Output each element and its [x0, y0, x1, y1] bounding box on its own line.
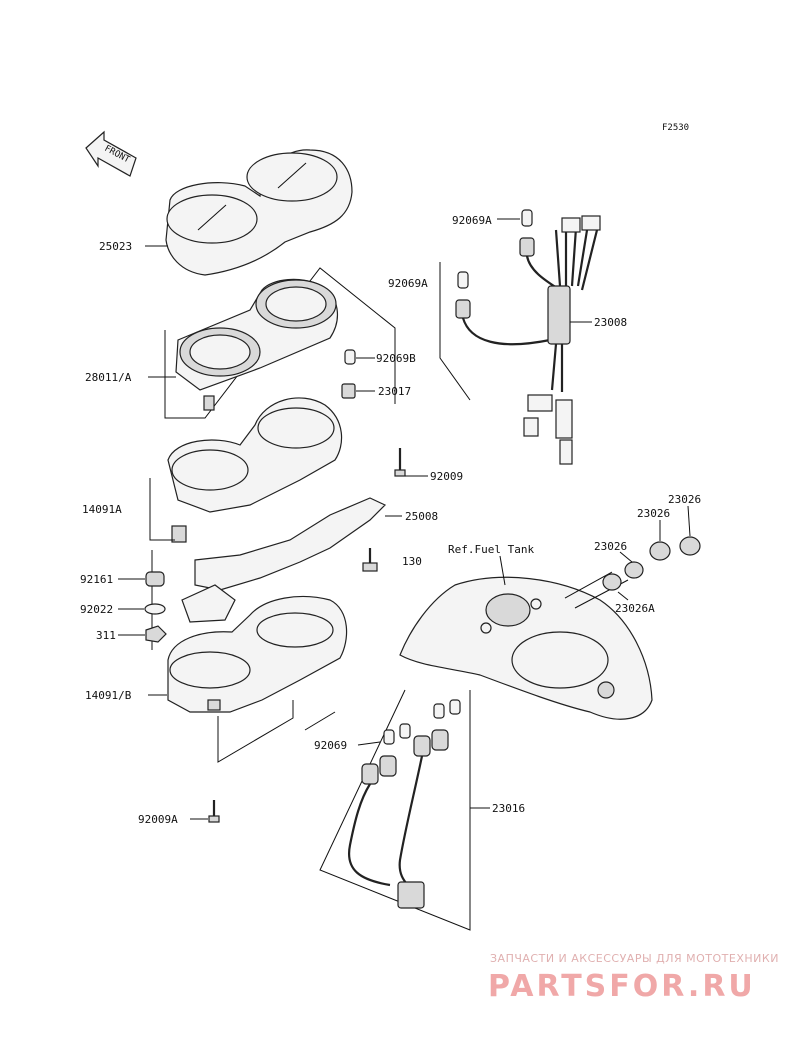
damper-92161 — [145, 571, 165, 587]
callout-23008: 23008 — [594, 316, 627, 329]
figure-code: F2530 — [662, 123, 689, 133]
callout-92069A-top: 92069A — [452, 214, 492, 227]
callout-23026A: 23026A — [615, 602, 655, 615]
washer-92022 — [144, 603, 166, 615]
callout-23026-top: 23026 — [668, 493, 701, 506]
callout-130: 130 — [402, 555, 422, 568]
screw-92009 — [394, 448, 406, 477]
nut-311 — [145, 625, 167, 643]
callout-28011A: 28011/A — [85, 371, 132, 384]
meter-cover-25023 — [165, 149, 353, 276]
callout-25023: 25023 — [99, 240, 132, 253]
bolt-130 — [362, 548, 378, 572]
callout-23017: 23017 — [378, 385, 411, 398]
watermark-logo: PARTSFOR.RU — [488, 969, 756, 1004]
callout-14091B: 14091/B — [85, 689, 132, 702]
fuel-tank-cover — [399, 571, 653, 720]
callout-92069A-upper: 92069A — [388, 277, 428, 290]
callout-23026-mid: 23026 — [637, 507, 670, 520]
wiring-harness-23008 — [455, 209, 601, 465]
meter-case-upper-14091A — [167, 397, 343, 543]
callout-92161: 92161 — [80, 573, 113, 586]
callout-25008: 25008 — [405, 510, 438, 523]
bulb-92069B — [344, 349, 356, 365]
callout-92069: 92069 — [314, 739, 347, 752]
callout-92069B: 92069B — [376, 352, 416, 365]
callout-23016: 23016 — [492, 802, 525, 815]
callout-14091A: 14091A — [82, 503, 122, 516]
callout-311: 311 — [96, 629, 116, 642]
callout-92022: 92022 — [80, 603, 113, 616]
ref-note: Ref.Fuel Tank — [448, 543, 534, 556]
callout-92009: 92009 — [430, 470, 463, 483]
watermark-caption: ЗАПЧАСТИ И АКСЕССУАРЫ ДЛЯ МОТОТЕХНИКИ — [490, 952, 779, 965]
callout-23026-low: 23026 — [594, 540, 627, 553]
screw-92009A — [208, 800, 220, 823]
callout-92009A: 92009A — [138, 813, 178, 826]
grommets-23026 — [602, 536, 701, 591]
gauge-assembly-28011A — [175, 278, 338, 411]
meter-case-lower-14091B — [167, 595, 348, 713]
socket-23017 — [341, 383, 356, 399]
front-arrow-icon: FRONT — [85, 130, 137, 177]
bracket-25008 — [181, 497, 387, 623]
indicator-harness-23016 — [347, 699, 461, 909]
